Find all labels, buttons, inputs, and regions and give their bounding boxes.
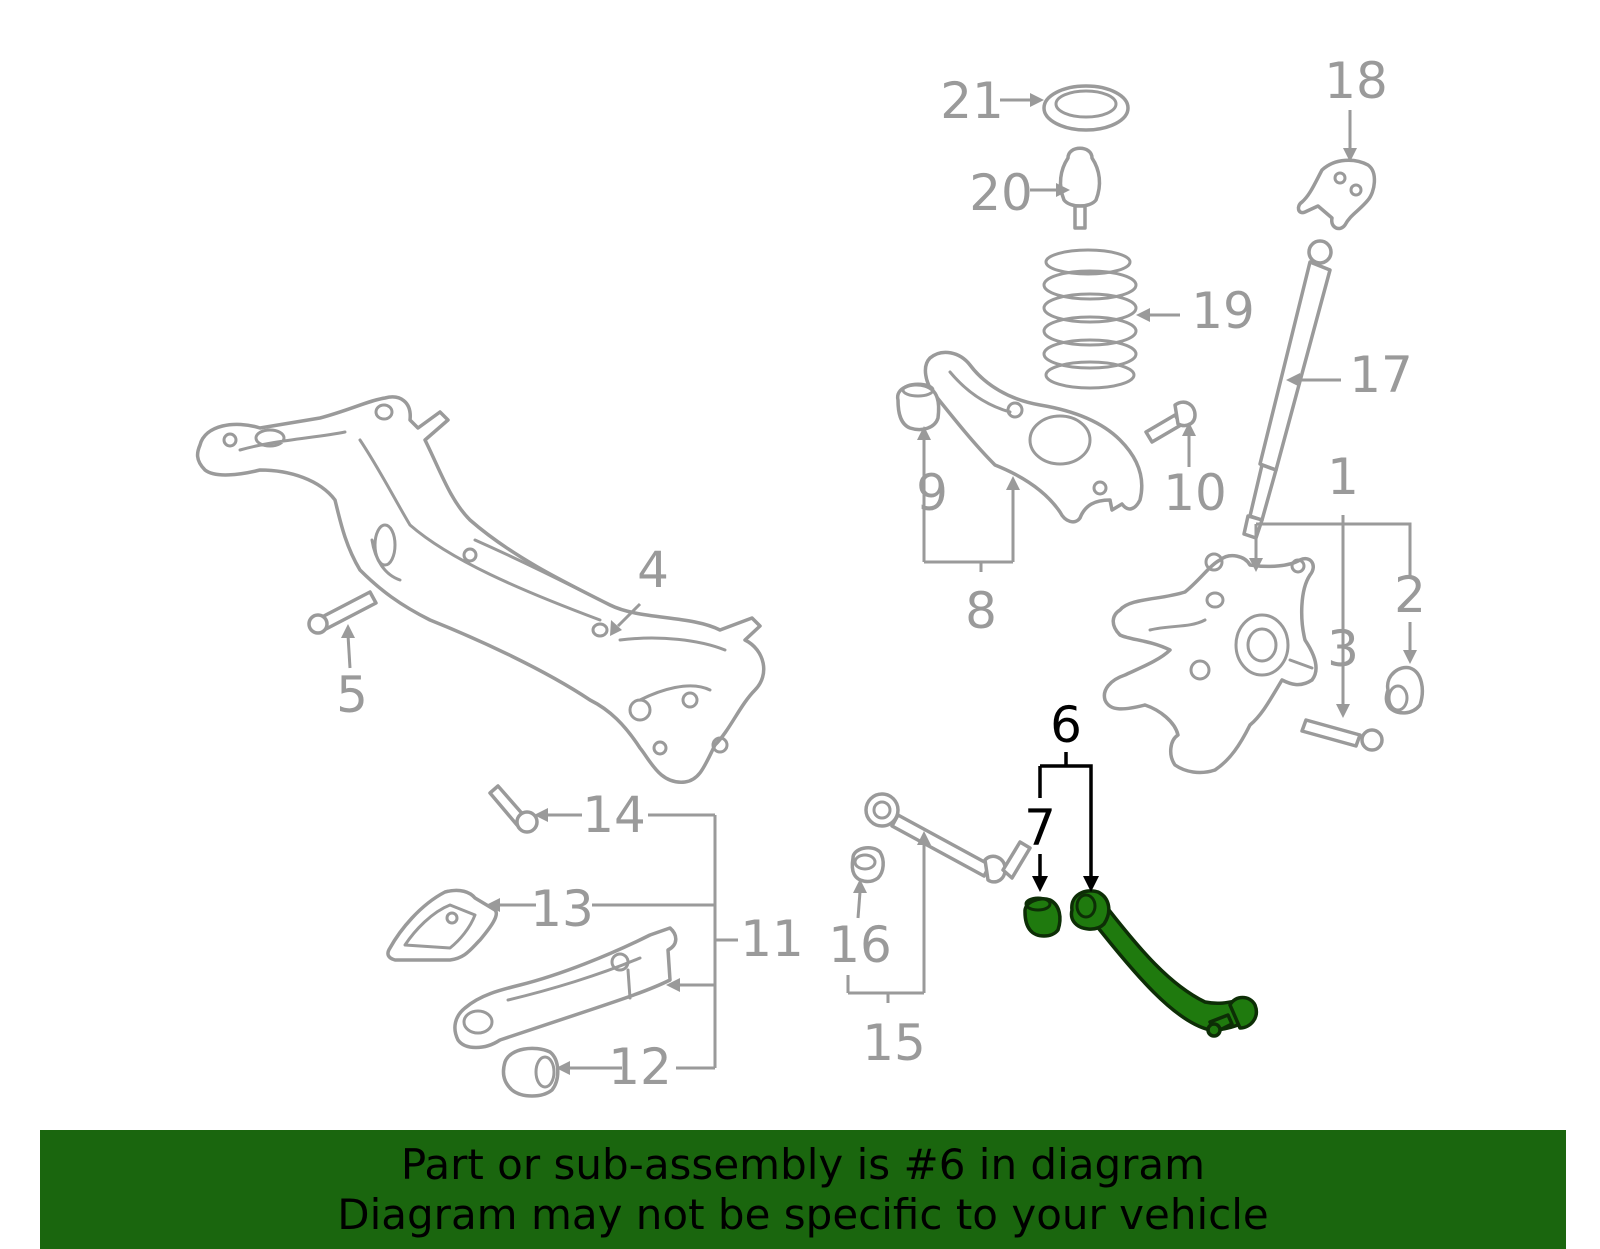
callout-20: 20 [969,164,1033,222]
callout-10: 10 [1163,464,1227,522]
callout-3: 3 [1327,620,1359,678]
callout-12: 12 [608,1038,672,1096]
callout-16: 16 [828,916,892,974]
part-12-bushing [501,1046,560,1098]
part-6-lower-arm-highlighted [1069,889,1258,1038]
callout-14: 14 [582,786,646,844]
part-5-bolt [307,590,378,635]
part-16-bushing [850,846,885,884]
callout-7: 7 [1024,799,1056,857]
part-2-bushing [1384,665,1424,715]
leader-lines-highlighted [1032,752,1099,892]
callout-11: 11 [740,910,804,968]
part-21-insulator [1042,84,1130,132]
part-14-bolt [488,784,539,834]
part-8-upper-arm [923,350,1144,524]
part-20-bump-stop [1058,146,1102,230]
part-11-trailing-arm [453,926,678,1050]
callout-18: 18 [1324,52,1388,110]
callout-21: 21 [940,72,1004,130]
callout-6: 6 [1050,696,1082,754]
banner-line-2: Diagram may not be specific to your vehi… [337,1190,1269,1239]
callout-2: 2 [1394,566,1426,624]
callout-9: 9 [916,464,948,522]
part-13-plate [386,888,498,962]
callout-4: 4 [637,541,669,599]
banner-line-1: Part or sub-assembly is #6 in diagram [400,1140,1206,1189]
callout-1: 1 [1327,448,1359,506]
callout-17: 17 [1349,346,1413,404]
part-17-shock [1242,239,1333,540]
part-9-bushing [896,382,941,432]
callout-13: 13 [530,880,594,938]
leader-lines [341,93,1417,1075]
callout-15: 15 [862,1014,926,1072]
callout-5: 5 [336,666,368,724]
part-15-toe-link [864,792,1032,884]
callout-19: 19 [1191,282,1255,340]
part-4-crossmember [195,395,766,784]
part-7-bushing-highlighted [1023,896,1062,938]
part-18-bracket [1296,158,1377,231]
callouts: 1 2 3 4 5 6 7 8 9 10 11 12 13 14 15 16 1… [336,52,1426,1096]
part-19-spring [1042,248,1138,390]
part-1-knuckle [1102,552,1318,775]
part-10-bolt [1144,400,1197,444]
info-banner: Part or sub-assembly is #6 in diagram Di… [40,1130,1566,1249]
callout-8: 8 [965,582,997,640]
part-3-bolt [1300,718,1384,752]
